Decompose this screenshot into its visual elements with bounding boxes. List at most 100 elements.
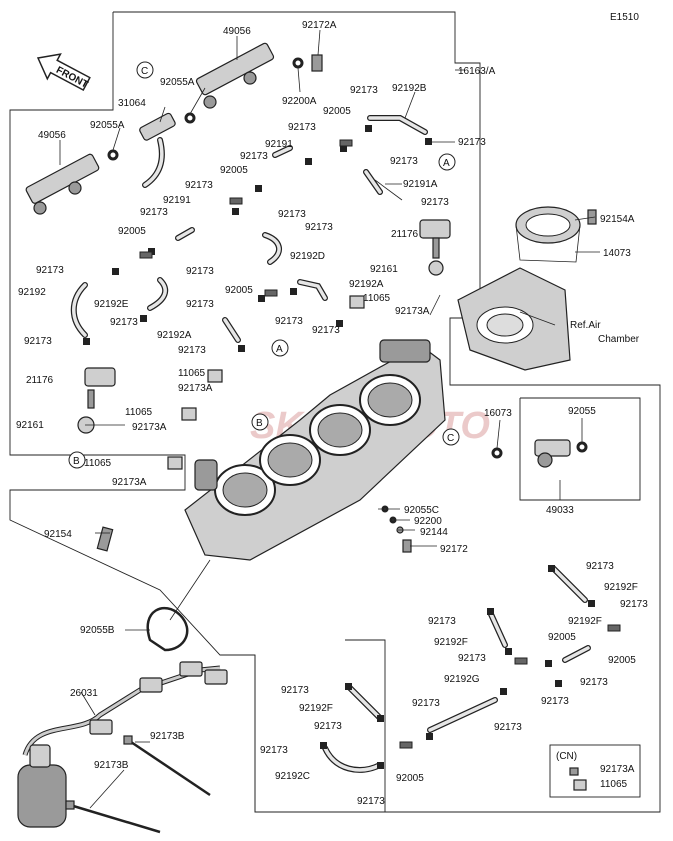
label-92161-right: 92161 <box>370 264 398 275</box>
boundary-49033 <box>519 397 641 501</box>
label-92173A-3: 92173A <box>132 422 167 433</box>
leader-lines <box>59 29 600 809</box>
label-92192C: 92192C <box>275 771 310 782</box>
label-11065-5: 11065 <box>600 779 628 790</box>
label-92192F-2: 92192F <box>568 616 602 627</box>
cap-11065-b <box>167 456 183 470</box>
ref-air-label-2: Chamber <box>598 334 640 345</box>
label-92161-left: 92161 <box>16 420 44 431</box>
label-92173A-1: 92173A <box>395 306 430 317</box>
label-11065-3: 11065 <box>125 407 153 418</box>
callouts: C A A B B C <box>68 61 460 469</box>
label-92192D: 92192D <box>290 251 325 262</box>
label-92192A-2: 92192A <box>157 330 192 341</box>
label-92005-5: 92005 <box>548 632 576 643</box>
label-92192F-1: 92192F <box>604 582 638 593</box>
fuel-joint-31064 <box>139 112 176 188</box>
label-92173A-5: 92173A <box>600 764 635 775</box>
label-92200A: 92200A <box>282 96 317 107</box>
hose-92192B <box>367 115 428 135</box>
svg-text:B: B <box>73 456 80 467</box>
label-21176-left: 21176 <box>26 375 54 386</box>
label-11065-4: 11065 <box>84 458 112 469</box>
o-ring-92055B <box>146 606 189 652</box>
label-92005-3: 92005 <box>118 226 146 237</box>
label-92173B-2: 92173B <box>94 760 129 771</box>
svg-text:A: A <box>443 158 450 169</box>
label-92173-16: 92173 <box>312 325 340 336</box>
label-92173-5: 92173 <box>390 156 418 167</box>
label-16163A: 16163/A <box>458 66 496 77</box>
label-92055: 92055 <box>568 406 596 417</box>
label-92173-24: 92173 <box>281 685 309 696</box>
label-92172: 92172 <box>440 544 468 555</box>
o-ring-92055A-top <box>184 112 196 124</box>
label-92055B: 92055B <box>80 625 115 636</box>
cn-clamp-icon <box>569 767 579 776</box>
label-92173-28: 92173 <box>314 721 342 732</box>
clamps-lower <box>320 565 595 769</box>
cap-11065-c <box>207 369 223 383</box>
label-92173-3: 92173 <box>458 137 486 148</box>
label-11065-2: 11065 <box>178 368 206 379</box>
label-92005-6: 92005 <box>608 655 636 666</box>
label-11065-1: 11065 <box>363 293 391 304</box>
label-92173A-4: 92173A <box>112 477 147 488</box>
label-92173-14: 92173 <box>275 316 303 327</box>
svg-text:B: B <box>256 418 263 429</box>
label-92173-4: 92173 <box>240 151 268 162</box>
cn-cap-icon <box>573 779 587 791</box>
front-arrow-icon: FRONT <box>36 53 91 92</box>
label-92173-2: 92173 <box>288 122 316 133</box>
svg-text:C: C <box>141 66 148 77</box>
label-92173-9: 92173 <box>278 209 306 220</box>
label-92173-12: 92173 <box>186 266 214 277</box>
label-92173-10: 92173 <box>305 222 333 233</box>
label-14073: 14073 <box>603 248 631 259</box>
label-92192F-4: 92192F <box>299 703 333 714</box>
label-92173B-1: 92173B <box>150 731 185 742</box>
label-92192B: 92192B <box>392 83 427 94</box>
throttle-body <box>184 339 446 561</box>
label-92173-27: 92173 <box>494 722 522 733</box>
diagram-code: E1510 <box>610 12 639 23</box>
label-92191A: 92191A <box>403 179 438 190</box>
label-92173-30: 92173 <box>357 796 385 807</box>
sensor-21176-right <box>419 219 451 276</box>
fuel-rail-top <box>195 42 275 109</box>
label-92154: 92154 <box>44 529 72 540</box>
label-92192E: 92192E <box>94 299 129 310</box>
joint-49033 <box>534 439 571 468</box>
label-92172A: 92172A <box>302 20 337 31</box>
o-ring-16073 <box>491 447 503 459</box>
o-ring-92055 <box>576 441 588 453</box>
label-92173-8: 92173 <box>140 207 168 218</box>
svg-text:C: C <box>447 433 454 444</box>
cn-inset <box>549 744 641 798</box>
harness-26031 <box>17 661 228 828</box>
label-92173-22: 92173 <box>458 653 486 664</box>
cable-ties-92173B <box>65 735 211 834</box>
label-92055A-left: 92055A <box>90 120 125 131</box>
label-92173A-2: 92173A <box>178 383 213 394</box>
label-92005-7: 92005 <box>396 773 424 784</box>
label-92173-17: 92173 <box>24 336 52 347</box>
label-92192A-1: 92192A <box>349 279 384 290</box>
label-21176-right: 21176 <box>391 229 419 240</box>
label-31064: 31064 <box>118 98 146 109</box>
label-92173-18: 92173 <box>178 345 206 356</box>
bolt-92172A <box>311 54 323 72</box>
screw-92172 <box>402 539 412 553</box>
tee-joints-92005 <box>139 139 621 749</box>
label-92173-21: 92173 <box>428 616 456 627</box>
label-92192: 92192 <box>18 287 46 298</box>
label-92191-1: 92191 <box>265 139 293 150</box>
air-chamber-ref <box>457 267 571 371</box>
label-92005-2: 92005 <box>220 165 248 176</box>
label-92173-19: 92173 <box>586 561 614 572</box>
label-92191-2: 92191 <box>163 195 191 206</box>
fuel-rail-left <box>25 153 100 215</box>
bolt-92154 <box>96 526 114 552</box>
